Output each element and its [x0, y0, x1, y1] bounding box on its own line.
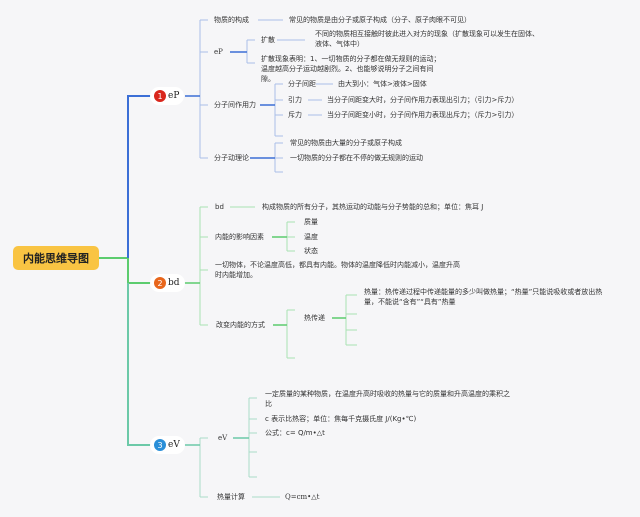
branch-label: bd [168, 278, 180, 288]
topic-node[interactable]: 分子间距 [288, 80, 316, 88]
topic-detail[interactable]: 当分子间距变大时，分子间作用力表现出引力；（引力>斥力） [327, 96, 519, 104]
branch-node-2[interactable]: 2 bd [150, 274, 185, 292]
topic-detail[interactable]: 质量 [304, 218, 318, 226]
topic-detail[interactable]: 热量：热传递过程中传递能量的多少叫做热量；“热量”只能说吸收或者放出热量，不能说… [364, 288, 603, 306]
number-badge-2: 2 [154, 277, 166, 289]
topic-node[interactable]: eP [214, 48, 223, 56]
topic-node[interactable]: 物质的构成 [214, 16, 249, 24]
topic-node[interactable]: 扩散 [261, 36, 275, 44]
topic-node[interactable]: 热量计算 [217, 493, 245, 501]
topic-node[interactable]: 斥力 [288, 111, 302, 119]
number-badge-3: 3 [154, 439, 166, 451]
topic-detail[interactable]: c 表示比热容；单位：焦每千克摄氏度 J/(Kg•℃) [265, 415, 417, 423]
topic-node[interactable]: 内能的影响因素 [215, 233, 264, 241]
topic-detail[interactable]: 常见的物质是由分子或原子构成（分子、原子肉眼不可见） [289, 16, 471, 24]
topic-node[interactable]: 热传递 [304, 314, 325, 322]
topic-detail[interactable]: 不同的物质相互接触时彼此进入对方的现象（扩散现象可以发生在固体、液体、气体中） [315, 30, 539, 48]
topic-detail[interactable]: 由大到小：气体>液体>固体 [338, 80, 427, 88]
root-node[interactable]: 内能思维导图 [13, 246, 99, 270]
topic-detail[interactable]: Q=cm•△t [285, 493, 320, 501]
topic-node[interactable]: bd [215, 203, 224, 211]
topic-node[interactable]: eV [218, 434, 228, 442]
topic-detail[interactable]: 当分子间距变小时，分子间作用力表现出斥力；（斥力>引力） [327, 111, 519, 119]
topic-detail[interactable]: 构成物质的所有分子，其热运动的动能与分子势能的总和；单位：焦耳 J [262, 203, 484, 211]
topic-detail[interactable]: 一切物质的分子都在不停的做无规则的运动 [290, 154, 423, 162]
topic-node[interactable]: 分子间作用力 [214, 101, 256, 109]
branch-label: eV [168, 440, 180, 450]
branch-label: eP [168, 91, 180, 101]
branch-node-1[interactable]: 1 eP [150, 87, 185, 105]
topic-node[interactable]: 分子动理论 [214, 154, 249, 162]
topic-detail[interactable]: 温度 [304, 233, 318, 241]
topic-detail[interactable]: 公式：c= Q/m•△t [265, 429, 325, 437]
topic-detail[interactable]: 扩散现象表明：1、一切物质的分子都在做无规则的运动；温度越高分子运动越剧烈。2、… [261, 55, 441, 83]
topic-detail[interactable]: 状态 [304, 247, 318, 255]
topic-node[interactable]: 改变内能的方式 [216, 321, 265, 329]
topic-detail[interactable]: 常见的物质由大量的分子或原子构成 [290, 139, 402, 147]
topic-detail[interactable]: 一定质量的某种物质，在温度升高时吸收的热量与它的质量和升高温度的乘积之比 [265, 390, 510, 408]
topic-node[interactable]: 引力 [288, 96, 302, 104]
branch-node-3[interactable]: 3 eV [150, 436, 185, 454]
topic-node[interactable]: 一切物体，不论温度高低，都具有内能。物体的温度降低时内能减小，温度升高时内能增加… [215, 261, 460, 279]
number-badge-1: 1 [154, 90, 166, 102]
